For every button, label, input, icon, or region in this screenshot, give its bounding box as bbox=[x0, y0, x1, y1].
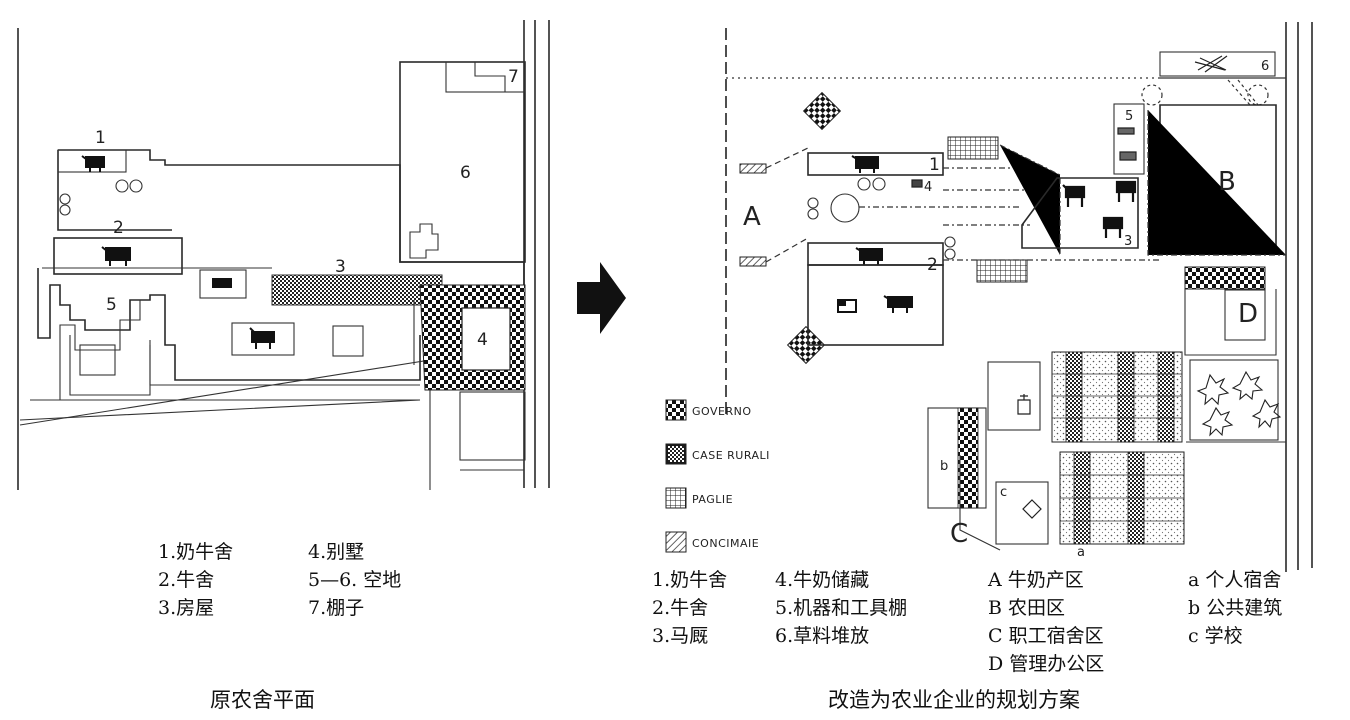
map-legend: GOVERNO CASE RURALI PAGLIE CONCIMAIE bbox=[665, 399, 770, 553]
legend-item: a 个人宿舍 bbox=[1188, 569, 1282, 591]
concimaie-block-1 bbox=[739, 163, 767, 174]
legend-swatch-governo bbox=[665, 399, 687, 421]
horse-stable-old bbox=[231, 322, 295, 356]
plan-label-3: 3 bbox=[1124, 234, 1132, 249]
governo-block-1 bbox=[802, 91, 842, 131]
legend-item: 2.牛舍 bbox=[158, 569, 215, 591]
plan-label-1: 1 bbox=[929, 155, 940, 175]
legend-item: A 牛奶产区 bbox=[988, 569, 1084, 591]
plan-label-3: 3 bbox=[335, 257, 346, 277]
plan-label-c: c bbox=[1000, 485, 1007, 500]
plan-label-7: 7 bbox=[508, 67, 519, 87]
legend-item: D 管理办公区 bbox=[988, 653, 1105, 675]
paglie-block-1 bbox=[947, 136, 999, 160]
right-legend-col4: a 个人宿舍 b 公共建筑 c 学校 bbox=[1188, 566, 1282, 650]
small-barn bbox=[199, 269, 247, 299]
legend-item: 5—6. 空地 bbox=[308, 569, 402, 591]
legend-item: 7.棚子 bbox=[308, 597, 365, 619]
hay-storage-6 bbox=[1159, 51, 1276, 77]
plan-label-1: 1 bbox=[95, 128, 106, 148]
paglie-block-2 bbox=[976, 259, 1028, 283]
shed-7 bbox=[445, 61, 526, 93]
legend-item: 4.牛奶储藏 bbox=[775, 569, 870, 591]
legend-paglie: PAGLIE bbox=[692, 493, 733, 506]
zone-label-d: D bbox=[1238, 299, 1258, 329]
legend-item: c 学校 bbox=[1188, 625, 1243, 647]
zone-label-b: B bbox=[1218, 167, 1236, 197]
barn-2 bbox=[53, 237, 183, 275]
machinery-shed-5 bbox=[1113, 103, 1145, 175]
legend-concimaie: CONCIMAIE bbox=[692, 537, 759, 550]
legend-governo: GOVERNO bbox=[692, 405, 752, 418]
right-caption: 改造为农业企业的规划方案 bbox=[828, 688, 1080, 712]
right-legend-col1: 1.奶牛舍 2.牛舍 3.马厩 bbox=[652, 566, 727, 650]
right-arrow-icon bbox=[577, 262, 626, 334]
legend-item: 1.奶牛舍 bbox=[652, 569, 728, 591]
left-legend-col2: 4.别墅 5—6. 空地 7.棚子 bbox=[308, 538, 401, 622]
right-plan: 1 2 3 4 5 6 A B C D a b c GOVERNO CASE R… bbox=[665, 22, 1313, 572]
governo-block-3 bbox=[1184, 266, 1266, 290]
zone-label-a: A bbox=[743, 202, 761, 232]
legend-item: 4.别墅 bbox=[308, 541, 365, 563]
right-legend-col2: 4.牛奶储藏 5.机器和工具棚 6.草料堆放 bbox=[775, 566, 907, 650]
plan-label-5: 5 bbox=[1125, 109, 1133, 124]
legend-swatch-concimaie bbox=[665, 531, 687, 553]
legend-item: 1.奶牛舍 bbox=[158, 541, 234, 563]
legend-item: B 农田区 bbox=[988, 597, 1066, 619]
legend-item: C 职工宿舍区 bbox=[988, 625, 1104, 647]
public-building-b bbox=[927, 407, 987, 509]
houses-3 bbox=[271, 274, 443, 306]
legend-case-rurali: CASE RURALI bbox=[692, 449, 770, 462]
legend-item: b 公共建筑 bbox=[1188, 597, 1283, 619]
governo-block-2 bbox=[786, 325, 826, 365]
plan-label-2: 2 bbox=[927, 255, 938, 275]
concimaie-block-2 bbox=[739, 256, 767, 267]
left-plan: 1 2 3 4 5 6 7 bbox=[17, 20, 550, 490]
dairy-barn-1 bbox=[807, 152, 944, 176]
legend-item: 5.机器和工具棚 bbox=[775, 597, 908, 619]
legend-item: 3.马厩 bbox=[652, 625, 709, 647]
office-d bbox=[1224, 289, 1266, 341]
legend-item: 6.草料堆放 bbox=[775, 625, 870, 647]
plan-label-6: 6 bbox=[1261, 59, 1269, 74]
plan-label-4: 4 bbox=[924, 180, 932, 195]
plan-label-5: 5 bbox=[106, 295, 117, 315]
barn-2-yard bbox=[807, 264, 944, 346]
left-legend-col1: 1.奶牛舍 2.牛舍 3.房屋 bbox=[158, 538, 233, 622]
plan-label-6: 6 bbox=[460, 163, 471, 183]
plan-label-b: b bbox=[940, 459, 948, 474]
garden bbox=[1189, 359, 1279, 441]
legend-swatch-paglie bbox=[665, 487, 687, 509]
zone-label-c: C bbox=[950, 519, 968, 549]
church bbox=[987, 361, 1041, 431]
right-legend-col3: A 牛奶产区 B 农田区 C 职工宿舍区 D 管理办公区 bbox=[988, 566, 1104, 678]
plan-label-2: 2 bbox=[113, 218, 124, 238]
horse-stable-3 bbox=[1021, 177, 1139, 249]
left-caption: 原农舍平面 bbox=[210, 688, 315, 712]
cow-barn-1 bbox=[57, 149, 127, 173]
plan-label-a: a bbox=[1077, 545, 1085, 560]
legend-item: 2.牛舍 bbox=[652, 597, 709, 619]
plan-label-4: 4 bbox=[477, 330, 488, 350]
school-c bbox=[995, 481, 1049, 545]
legend-item: 3.房屋 bbox=[158, 597, 215, 619]
